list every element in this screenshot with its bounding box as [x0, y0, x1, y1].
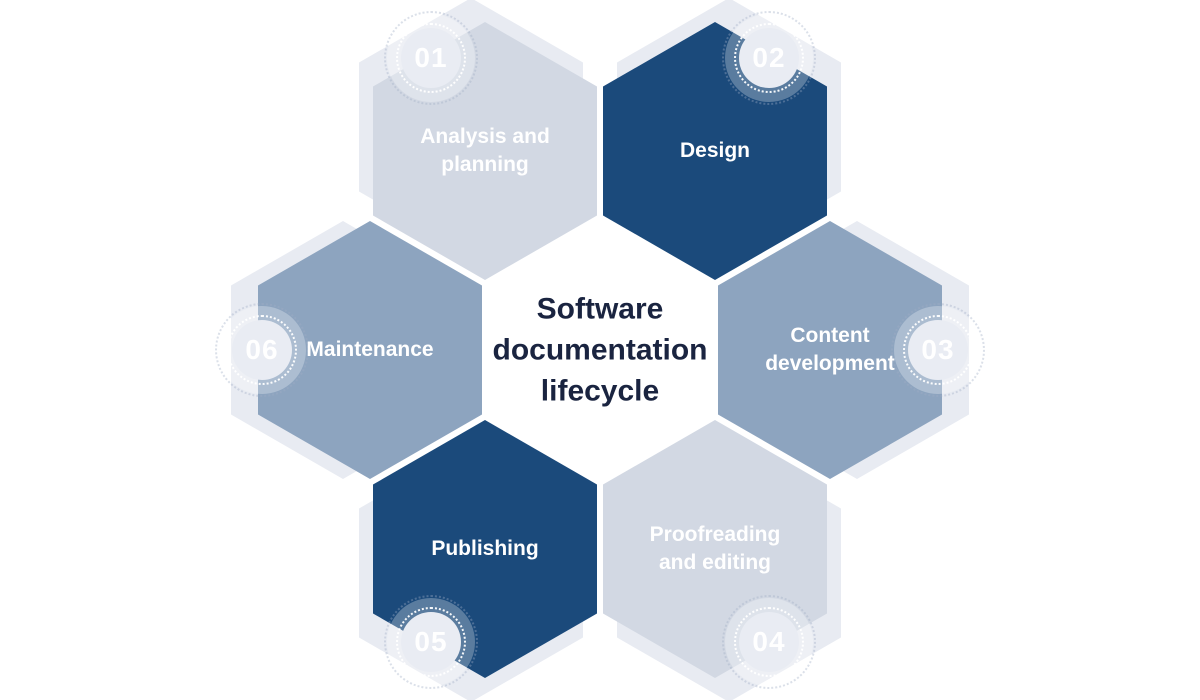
badge-dotted-ring-outer	[722, 11, 816, 105]
badge-dotted-ring-inner	[396, 23, 466, 93]
badge-dotted-ring-inner	[734, 607, 804, 677]
step-label: Publishing	[431, 537, 539, 561]
badge-dotted-ring-outer	[891, 303, 985, 397]
badge-dotted-ring-inner	[734, 23, 804, 93]
badge-dotted-ring-inner	[227, 315, 297, 385]
diagram-title: Software documentation lifecycle	[492, 292, 708, 408]
badge-dotted-ring-outer	[384, 595, 478, 689]
step-label: Proofreading and editing	[649, 523, 781, 574]
badge-dotted-ring-outer	[722, 595, 816, 689]
badge-dotted-ring-inner	[903, 315, 973, 385]
step-label: Analysis and planning	[420, 125, 550, 176]
step-label: Maintenance	[306, 338, 434, 362]
badge-dotted-ring-outer	[384, 11, 478, 105]
step-label: Content development	[765, 324, 895, 375]
badge-dotted-ring-outer	[215, 303, 309, 397]
step-label: Design	[679, 139, 750, 163]
badge-dotted-ring-inner	[396, 607, 466, 677]
